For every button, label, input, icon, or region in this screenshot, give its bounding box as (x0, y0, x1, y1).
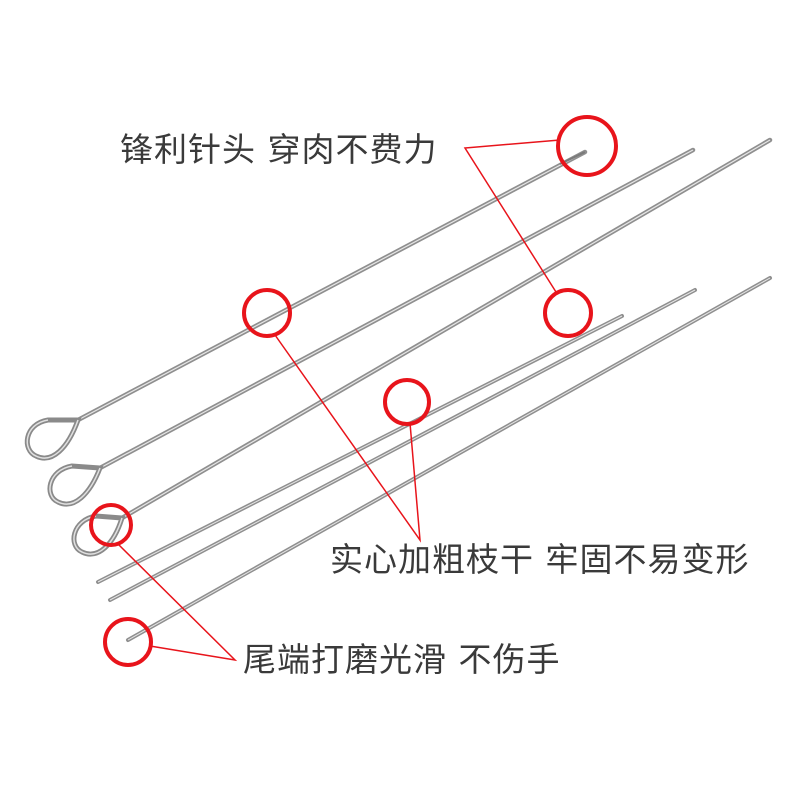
callout-circle-end-2 (103, 617, 153, 667)
skewer-loop-3 (71, 137, 773, 557)
callout-circle-body-2 (383, 378, 431, 426)
leader-lines-tip (463, 139, 561, 293)
leader-lines-end (117, 543, 238, 662)
caption-sharp-tip: 锋利针头 穿肉不费力 (120, 130, 438, 169)
caption-solid-shaft: 实心加粗枝干 牢固不易变形 (330, 540, 750, 579)
callout-circle-end-1 (89, 503, 133, 547)
callout-circle-tip-1 (556, 115, 618, 177)
skewer-loop-1 (24, 149, 588, 461)
skewer-loop-2 (47, 147, 696, 507)
leader-lines-body (274, 334, 421, 543)
callout-circle-body-1 (242, 288, 292, 338)
callout-circle-tip-2 (543, 288, 593, 338)
caption-smooth-end: 尾端打磨光滑 不伤手 (243, 640, 561, 679)
skewer-straight-3 (126, 276, 772, 642)
skewer-straight-2 (108, 288, 697, 602)
skewer-straight-1 (96, 314, 624, 584)
